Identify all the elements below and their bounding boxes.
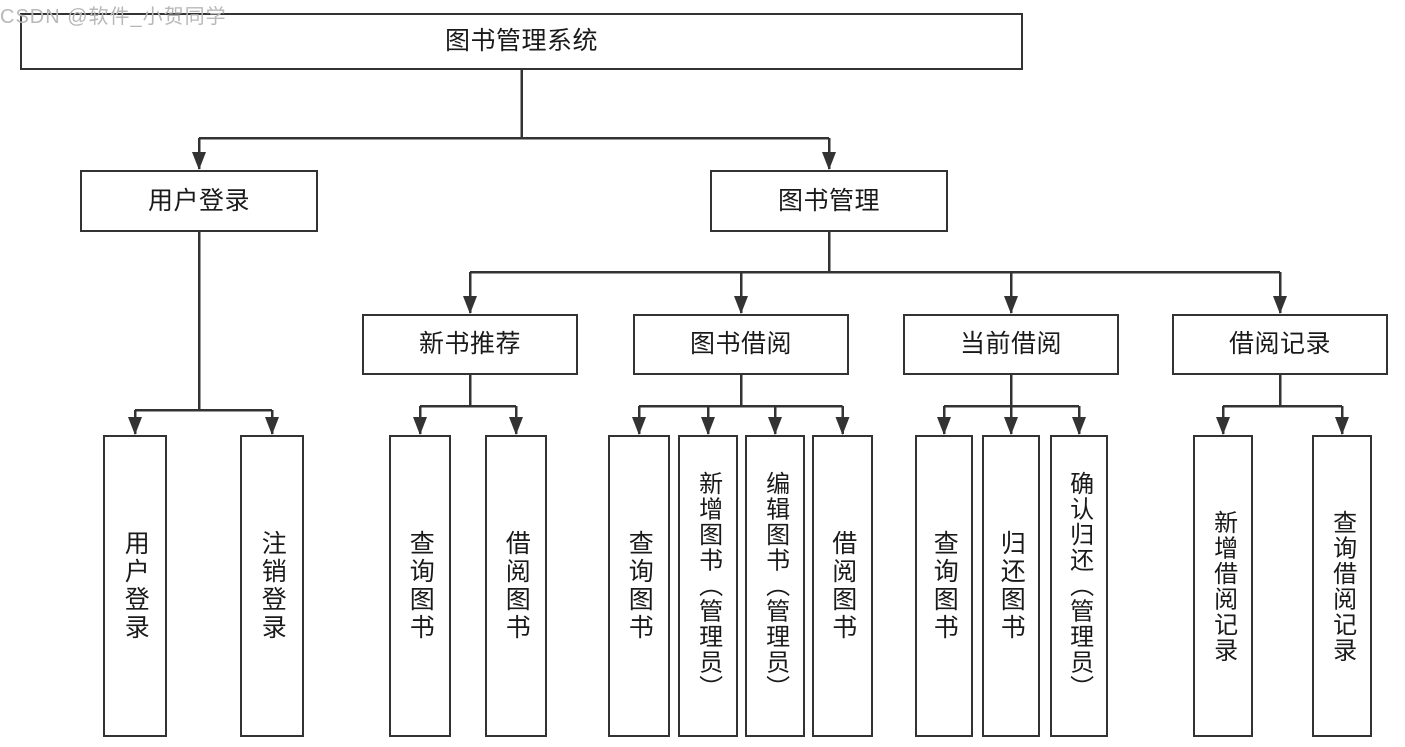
node-label: 查询图书 <box>625 530 654 642</box>
node-leaf-bb-edit[interactable]: 编辑图书（管理员） <box>745 435 805 737</box>
node-label: 借阅记录 <box>1228 330 1331 359</box>
node-label: 新书推荐 <box>418 330 521 359</box>
node-leaf-user-login[interactable]: 用户登录 <box>103 435 167 737</box>
node-leaf-bb-add[interactable]: 新增图书（管理员） <box>678 435 738 737</box>
node-root[interactable]: 图书管理系统 <box>20 13 1023 70</box>
node-label: 借阅图书 <box>828 530 857 642</box>
node-new-book-rec[interactable]: 新书推荐 <box>362 314 578 375</box>
csdn-watermark: CSDN @软件_小贺同学 <box>0 6 227 28</box>
node-label: 用户登录 <box>121 530 150 642</box>
node-leaf-br-add[interactable]: 新增借阅记录 <box>1193 435 1253 737</box>
node-leaf-bb-query[interactable]: 查询图书 <box>608 435 670 737</box>
node-leaf-rec-borrow[interactable]: 借阅图书 <box>485 435 547 737</box>
node-label: 注销登录 <box>258 530 287 642</box>
node-label: 新增借阅记录 <box>1209 509 1237 663</box>
node-label: 查询图书 <box>930 530 959 642</box>
node-label: 借阅图书 <box>502 530 531 642</box>
node-label: 查询图书 <box>406 530 435 642</box>
node-book-manage[interactable]: 图书管理 <box>710 170 948 232</box>
node-leaf-rec-query[interactable]: 查询图书 <box>389 435 451 737</box>
node-label: 查询借阅记录 <box>1328 509 1356 663</box>
node-label: 新增图书（管理员） <box>694 471 722 701</box>
node-leaf-cb-query[interactable]: 查询图书 <box>915 435 973 737</box>
node-label: 编辑图书（管理员） <box>761 471 789 701</box>
node-label: 图书借阅 <box>689 330 792 359</box>
node-label: 当前借阅 <box>959 330 1062 359</box>
node-user-login[interactable]: 用户登录 <box>80 170 318 232</box>
node-leaf-cb-return[interactable]: 归还图书 <box>982 435 1040 737</box>
node-current-borrow[interactable]: 当前借阅 <box>903 314 1119 375</box>
node-leaf-br-query[interactable]: 查询借阅记录 <box>1312 435 1372 737</box>
node-label: 图书管理系统 <box>444 27 598 56</box>
node-label: 图书管理 <box>777 186 880 215</box>
node-label: 用户登录 <box>147 186 250 215</box>
node-label: 归还图书 <box>997 530 1026 642</box>
node-book-borrow[interactable]: 图书借阅 <box>633 314 849 375</box>
node-leaf-user-logout[interactable]: 注销登录 <box>240 435 304 737</box>
node-label: 确认归还（管理员） <box>1065 471 1093 701</box>
node-leaf-bb-borrow[interactable]: 借阅图书 <box>812 435 873 737</box>
node-borrow-record[interactable]: 借阅记录 <box>1172 314 1388 375</box>
node-leaf-cb-confirm[interactable]: 确认归还（管理员） <box>1050 435 1108 737</box>
